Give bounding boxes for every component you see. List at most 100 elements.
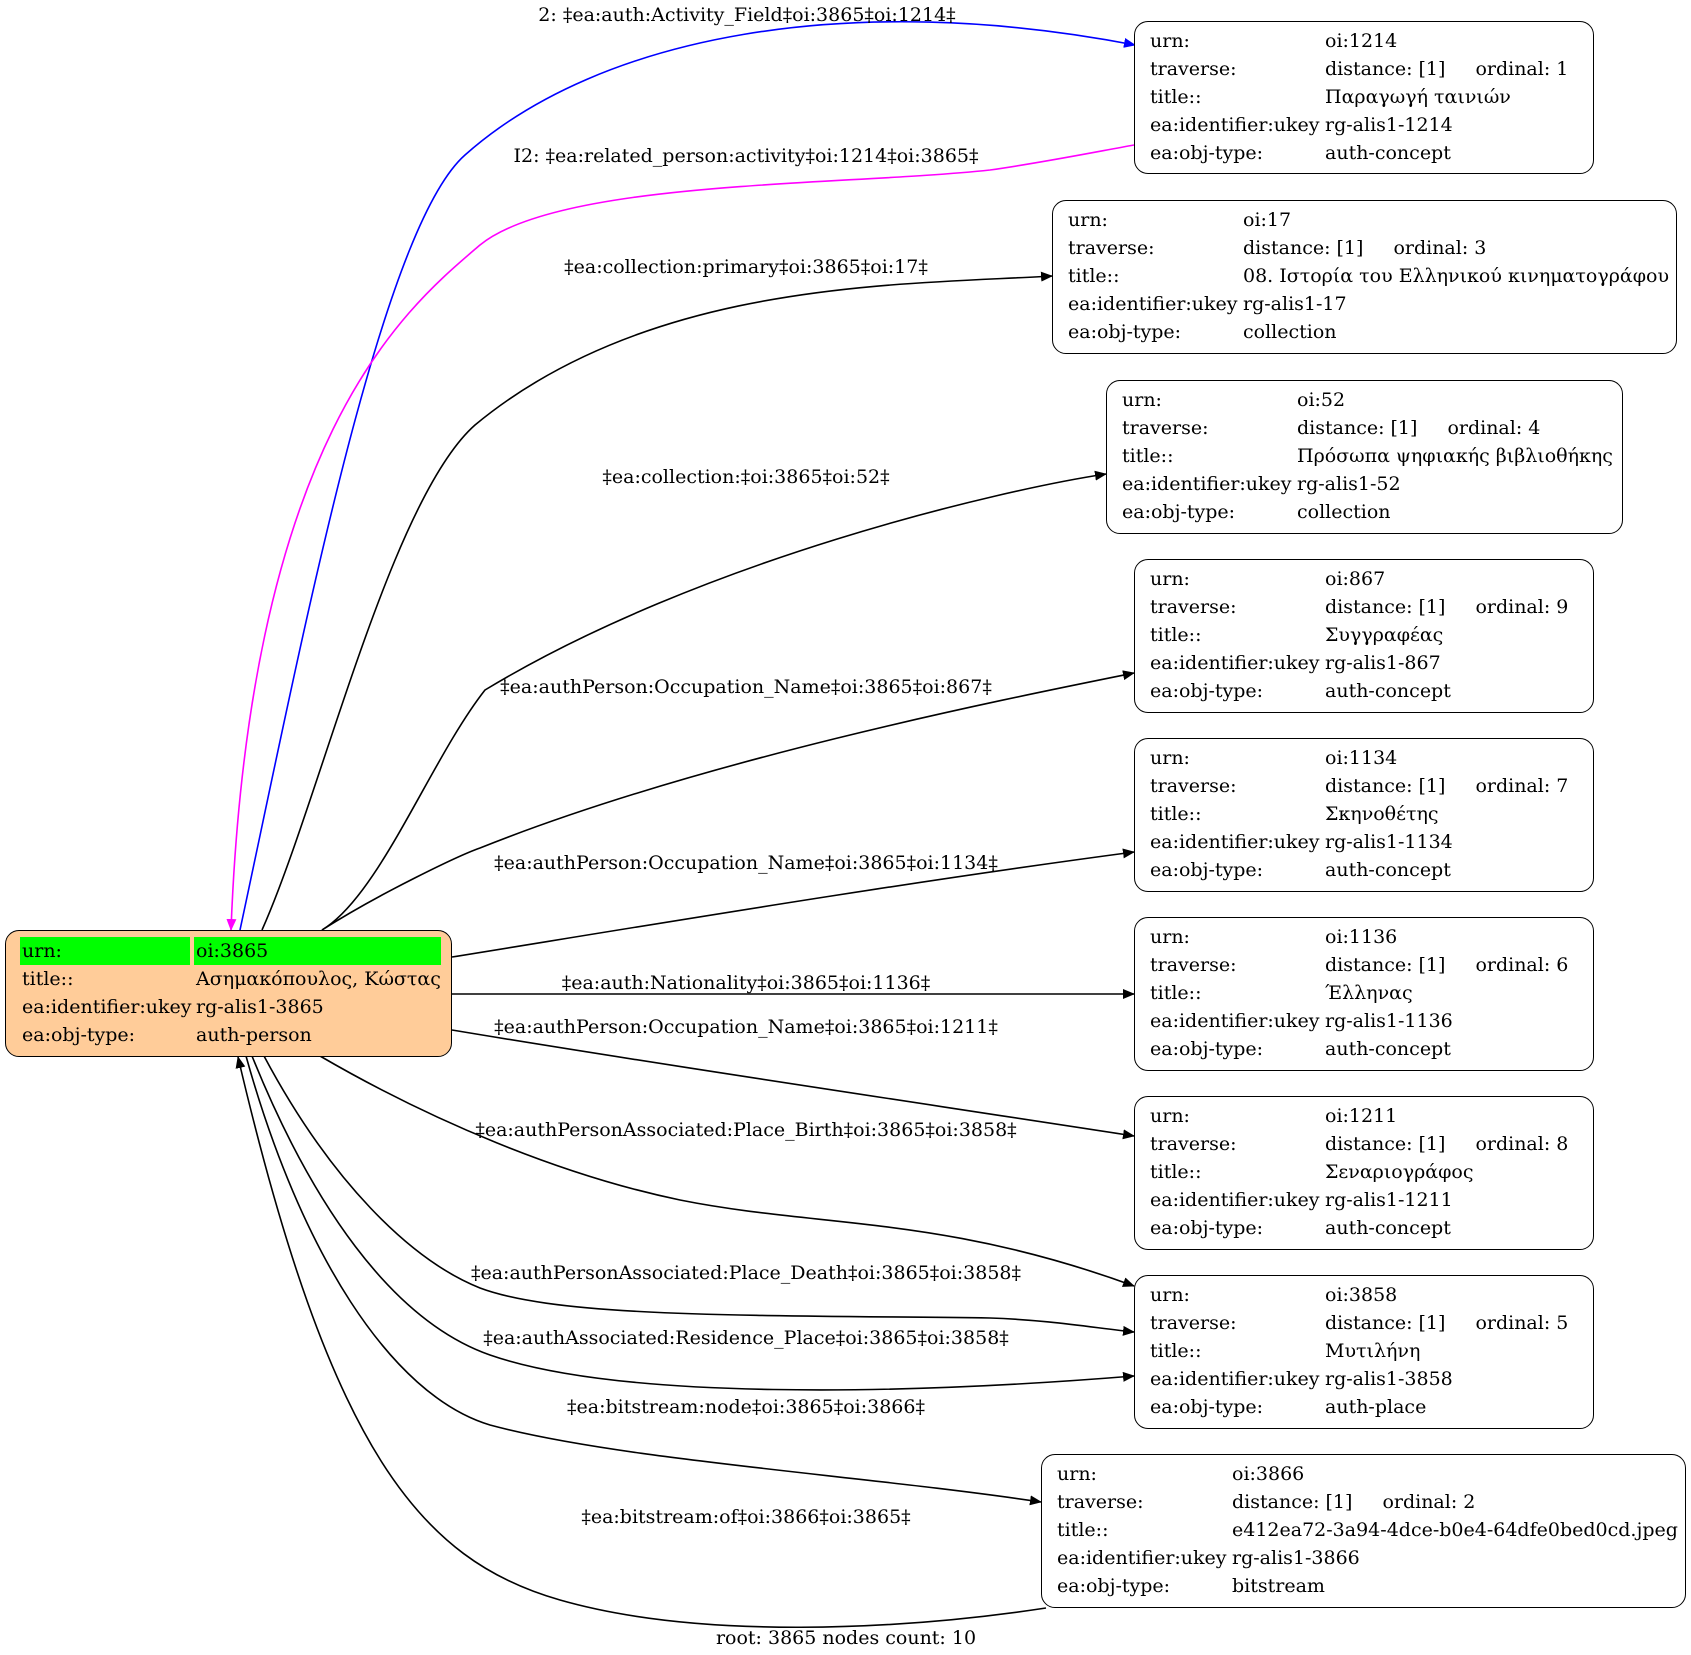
row-value: distance: [1]	[1325, 1133, 1446, 1155]
node-traverse-row: traverse:distance: [1]ordinal: 2	[1057, 1488, 1671, 1516]
node-oi-1134[interactable]: urn:oi:1134 traverse:distance: [1]ordina…	[1134, 738, 1594, 892]
row-key: ea:obj-type:	[1150, 1396, 1264, 1418]
row-key: title::	[1150, 624, 1202, 646]
row-key: ea:obj-type:	[1122, 501, 1236, 523]
node-title-row: title::Μυτιλήνη	[1150, 1337, 1579, 1365]
edge-activity-field	[239, 20, 1136, 931]
row-value: ordinal: 6	[1475, 954, 1569, 976]
node-oi-867[interactable]: urn:oi:867 traverse:distance: [1]ordinal…	[1134, 559, 1594, 713]
row-value: distance: [1]	[1325, 596, 1446, 618]
node-oi-1211[interactable]: urn:oi:1211 traverse:distance: [1]ordina…	[1134, 1096, 1594, 1250]
node-traverse-row: traverse: distance: [1] ordinal: 1	[1150, 55, 1579, 83]
row-value: oi:1134	[1325, 747, 1398, 769]
node-type-row: ea:obj-type: auth-concept	[1150, 856, 1579, 884]
node-traverse-row: traverse:distance: [1]ordinal: 6	[1150, 951, 1579, 979]
edge-label: ‡ea:authPerson:Occupation_Name‡oi:3865‡o…	[494, 852, 998, 874]
node-urn-row: urn:oi:1211	[1150, 1102, 1579, 1130]
node-traverse-row: traverse:distance: [1]ordinal: 7	[1150, 772, 1579, 800]
row-key: title::	[1057, 1519, 1109, 1541]
row-key: urn:	[1150, 747, 1190, 769]
node-oi-1136[interactable]: urn:oi:1136 traverse:distance: [1]ordina…	[1134, 917, 1594, 1071]
row-key: title::	[1150, 1340, 1202, 1362]
node-oi-52[interactable]: urn:oi:52 traverse:distance: [1]ordinal:…	[1106, 380, 1623, 534]
row-value: distance: [1]	[1243, 237, 1364, 259]
row-key: ea:identifier:ukey	[1150, 652, 1320, 674]
edge-label: ‡ea:authPersonAssociated:Place_Birth‡oi:…	[475, 1119, 1017, 1141]
row-value: distance: [1]	[1325, 58, 1446, 80]
root-type-row: ea:obj-type: auth-person	[20, 1021, 439, 1049]
row-key: ea:identifier:ukey	[1150, 1368, 1320, 1390]
node-traverse-row: traverse:distance: [1]ordinal: 5	[1150, 1309, 1579, 1337]
node-title-row: title::Έλληνας	[1150, 979, 1579, 1007]
node-oi-3866[interactable]: urn:oi:3866 traverse:distance: [1]ordina…	[1041, 1454, 1686, 1608]
row-value: oi:3858	[1325, 1284, 1398, 1306]
row-value: rg-alis1-3866	[1232, 1547, 1360, 1569]
node-title-row: title::Πρόσωπα ψηφιακής βιβλιοθήκης	[1122, 442, 1613, 470]
row-key: urn:	[1122, 389, 1162, 411]
node-traverse-row: traverse:distance: [1]ordinal: 4	[1122, 414, 1608, 442]
node-urn-row: urn:oi:52	[1122, 386, 1608, 414]
edge-label: ‡ea:collection:primary‡oi:3865‡oi:17‡	[564, 256, 928, 278]
row-value: ordinal: 8	[1475, 1133, 1569, 1155]
row-value: Ασημακόπουλος, Κώστας	[196, 968, 441, 990]
row-key: ea:obj-type:	[22, 1024, 136, 1046]
row-value: rg-alis1-867	[1325, 652, 1441, 674]
row-value: distance: [1]	[1232, 1491, 1353, 1513]
row-value: auth-concept	[1325, 1038, 1451, 1060]
edge-collection-primary	[261, 271, 1053, 931]
row-key: urn:	[1150, 30, 1190, 52]
row-key: traverse:	[1057, 1491, 1144, 1513]
row-key: ea:obj-type:	[1150, 859, 1264, 881]
row-value: rg-alis1-1214	[1325, 114, 1453, 136]
row-value: rg-alis1-17	[1243, 293, 1347, 315]
node-type-row: ea:obj-type:auth-concept	[1150, 139, 1579, 167]
node-traverse-row: traverse:distance: [1]ordinal: 9	[1150, 593, 1579, 621]
node-urn-row: urn:oi:867	[1150, 565, 1579, 593]
root-node[interactable]: urn: oi:3865 title:: Ασημακόπουλος, Κώστ…	[5, 930, 452, 1057]
row-value: collection	[1297, 501, 1391, 523]
row-value: auth-concept	[1325, 1217, 1451, 1239]
row-value: oi:17	[1243, 209, 1292, 231]
node-urn-row: urn:oi:1136	[1150, 923, 1579, 951]
row-value: e412ea72-3a94-4dce-b0e4-64dfe0bed0cd.jpe…	[1232, 1519, 1678, 1541]
edge-label: 2: ‡ea:auth:Activity_Field‡oi:3865‡oi:12…	[538, 4, 956, 26]
row-key: ea:identifier:ukey	[1150, 114, 1320, 136]
row-value: distance: [1]	[1325, 775, 1446, 797]
row-value: oi:867	[1325, 568, 1386, 590]
row-value: ordinal: 3	[1393, 237, 1487, 259]
row-key: traverse:	[1150, 775, 1237, 797]
row-key: title::	[1150, 1161, 1202, 1183]
row-key: title::	[1150, 803, 1202, 825]
row-key: ea:identifier:ukey	[22, 996, 192, 1018]
row-key: traverse:	[1150, 58, 1237, 80]
row-value: ordinal: 9	[1475, 596, 1569, 618]
row-key: traverse:	[1068, 237, 1155, 259]
node-oi-17[interactable]: urn:oi:17 traverse:distance: [1]ordinal:…	[1052, 200, 1677, 354]
node-title-row: title::Συγγραφέας	[1150, 621, 1579, 649]
row-value: rg-alis1-3858	[1325, 1368, 1453, 1390]
node-urn-row: urn:oi:3866	[1057, 1460, 1671, 1488]
row-key: ea:obj-type:	[1150, 680, 1264, 702]
row-key: ea:identifier:ukey	[1068, 293, 1238, 315]
row-value: ordinal: 1	[1475, 58, 1569, 80]
edge-occupation-1211	[451, 1029, 1135, 1140]
row-key: traverse:	[1150, 954, 1237, 976]
edge-bitstream-node	[245, 1055, 1042, 1506]
node-title-row: title::08. Ιστορία του Ελληνικού κινηματ…	[1068, 262, 1669, 290]
node-oi-3858[interactable]: urn: oi:3858 traverse:distance: [1]ordina…	[1134, 1275, 1594, 1429]
node-type-row: ea:obj-type: collection	[1122, 498, 1608, 526]
row-value: auth-concept	[1325, 680, 1451, 702]
row-value: oi:1136	[1325, 926, 1398, 948]
row-value: auth-concept	[1325, 859, 1451, 881]
node-oi-1214[interactable]: urn:oi:1214 traverse:distance: [1]ordina…	[1134, 21, 1594, 174]
row-key: title::	[22, 968, 74, 990]
root-title-row: title:: Ασημακόπουλος, Κώστας	[20, 965, 441, 993]
row-value: ordinal: 4	[1447, 417, 1541, 439]
row-value: bitstream	[1232, 1575, 1325, 1597]
row-value: oi:3866	[1232, 1463, 1305, 1485]
row-key: urn:	[1150, 1284, 1190, 1306]
